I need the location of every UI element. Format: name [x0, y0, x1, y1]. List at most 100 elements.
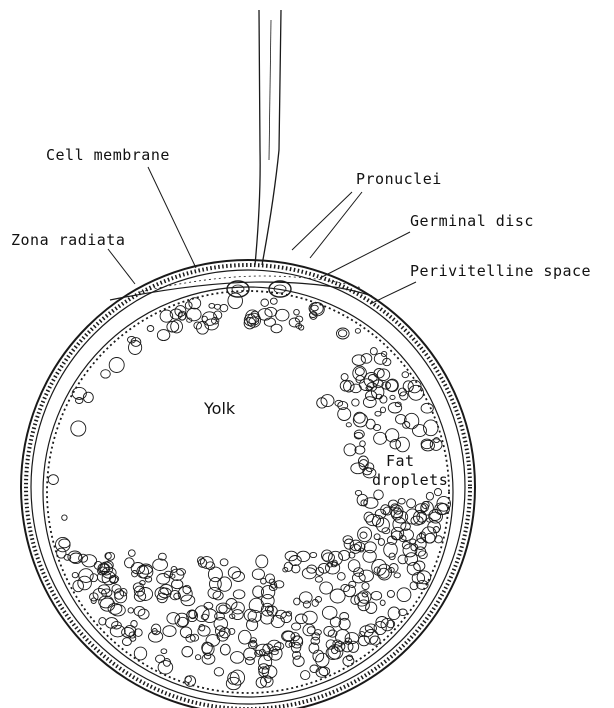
fat-droplet [366, 602, 377, 613]
fat-droplet [270, 298, 277, 304]
fat-droplet [387, 590, 394, 597]
fat-droplet [210, 577, 222, 590]
fat-droplet [341, 584, 350, 591]
label-droplets: droplets [372, 471, 448, 489]
fat-droplet [220, 304, 228, 311]
fat-droplet [256, 555, 268, 568]
fat-droplet [321, 395, 334, 407]
fat-droplet [194, 322, 202, 329]
fat-droplet [335, 400, 343, 406]
fat-droplet [380, 407, 385, 413]
fat-droplet [374, 490, 384, 500]
fat-droplet [220, 559, 228, 566]
fat-droplet [160, 584, 172, 594]
fat-droplet [79, 554, 88, 562]
fat-droplet [349, 581, 356, 587]
fat-droplet [153, 559, 168, 571]
fat-droplet [430, 439, 442, 451]
fat-droplet [353, 413, 367, 427]
fat-droplet [337, 573, 345, 581]
fat-droplet [322, 606, 337, 619]
fat-droplet [339, 550, 350, 560]
fat-droplet [177, 569, 186, 576]
fat-droplet [363, 550, 376, 562]
fat-droplet [365, 624, 376, 633]
fat-droplet [362, 583, 369, 590]
fat-droplet [231, 652, 244, 664]
fat-droplet [182, 647, 193, 657]
fat-droplet [342, 641, 353, 652]
fat-droplet [338, 330, 346, 337]
micropipette [255, 10, 281, 265]
fat-droplet [261, 299, 269, 306]
label-fat: Fat [386, 452, 415, 470]
fat-droplet [360, 532, 367, 538]
fat-droplet [403, 422, 410, 429]
fat-droplet [220, 644, 230, 655]
fat-droplet [374, 432, 387, 444]
fat-droplet [157, 574, 170, 585]
fat-droplet [293, 656, 304, 667]
fat-droplet [180, 627, 191, 638]
fat-droplet [425, 533, 435, 543]
fat-droplet [62, 515, 67, 520]
fat-droplet [78, 576, 92, 590]
fat-droplet [355, 368, 364, 376]
fat-droplet [70, 553, 82, 564]
fat-droplet [434, 438, 440, 443]
fat-droplet [198, 626, 210, 636]
fat-droplet [419, 551, 428, 559]
fat-droplet [253, 586, 264, 598]
fat-droplet [128, 608, 134, 613]
fat-droplet [355, 329, 360, 334]
fat-droplet [390, 395, 395, 399]
fat-droplet [219, 605, 227, 613]
fat-droplet [99, 618, 106, 625]
fat-droplet [363, 397, 376, 408]
fat-droplet [344, 444, 356, 456]
fat-droplet [195, 655, 200, 660]
fat-droplet [307, 565, 317, 573]
fat-droplet [294, 309, 300, 315]
fat-droplet [284, 562, 292, 571]
fat-droplet [434, 489, 441, 496]
fat-droplet [303, 611, 318, 624]
fat-droplet [351, 463, 365, 474]
fat-droplet [378, 539, 384, 546]
fat-droplet [228, 293, 243, 309]
fat-droplet [313, 650, 324, 662]
fat-droplet [48, 475, 58, 485]
fat-droplet [128, 550, 135, 557]
fat-droplet [285, 551, 297, 561]
label-cell-membrane: Cell membrane [46, 146, 170, 164]
fat-droplet [214, 304, 220, 309]
fat-droplet [265, 307, 277, 316]
fat-droplet [359, 379, 374, 391]
fat-droplet [185, 676, 191, 682]
fat-droplet [161, 649, 167, 654]
fat-droplet [72, 572, 78, 577]
fat-droplet [178, 617, 188, 626]
fat-droplet [320, 582, 333, 594]
fat-droplet [405, 553, 418, 566]
fat-droplet [198, 559, 206, 568]
label-yolk: Yolk [203, 399, 236, 418]
fat-droplet [134, 647, 146, 660]
fat-droplets [48, 293, 450, 690]
label-perivitelline-space: Perivitelline space [410, 262, 591, 280]
fat-droplet [394, 573, 400, 578]
fat-droplet [131, 621, 137, 628]
fat-droplet [76, 398, 83, 404]
fat-droplet [133, 583, 143, 592]
fat-droplet [343, 656, 354, 666]
fat-droplet [90, 574, 97, 582]
fat-droplet [71, 421, 86, 436]
fat-droplet [364, 512, 374, 522]
fat-droplet [276, 309, 289, 321]
fat-droplet [315, 577, 322, 583]
fat-droplet [122, 638, 131, 646]
fat-droplet [167, 613, 180, 624]
label-pronuclei: Pronuclei [356, 170, 442, 188]
fat-droplet [245, 657, 254, 664]
